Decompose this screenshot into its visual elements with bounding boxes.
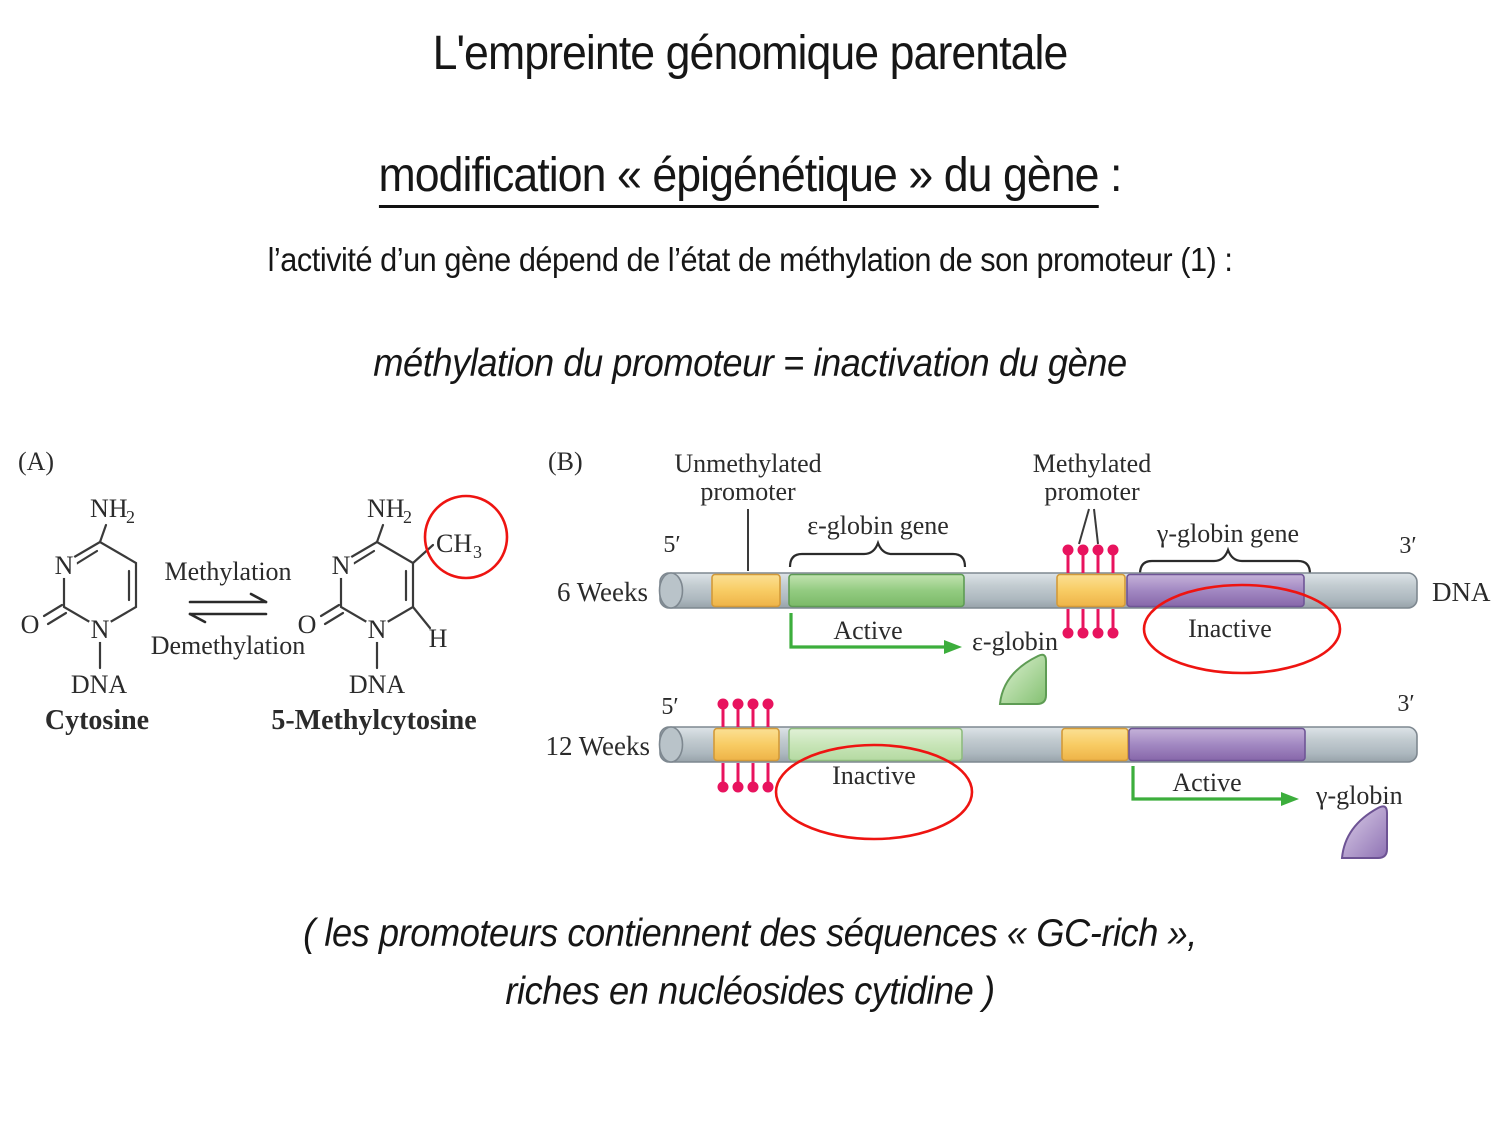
methylcytosine-amine: NH (367, 494, 405, 523)
cytosine-name: Cytosine (45, 705, 149, 736)
row1-five-prime: 5′ (663, 532, 680, 558)
methylated-promoter-line1: Methylated (1033, 449, 1151, 478)
methyl-highlight-circle (423, 494, 509, 580)
panel-b-label: (B) (548, 447, 583, 476)
methyl-marks-12-weeks (717, 698, 774, 793)
methylated-promoter-line2: promoter (1044, 477, 1140, 506)
row1-week-label: 6 Weeks (557, 577, 648, 607)
cytosine-n1-mask (87, 616, 113, 642)
methyl-group: CH (436, 529, 472, 558)
footer-note: ( les promoteurs contiennent des séquenc… (53, 905, 1448, 1021)
gamma-gene-segment-inactive (1126, 573, 1305, 608)
methylcytosine-name: 5-Methylcytosine (271, 705, 476, 736)
methylcytosine-amine-sub: 2 (403, 507, 412, 527)
methylcytosine-h: H (429, 624, 448, 653)
cytosine-oxygen: O (21, 610, 40, 639)
unmethylated-promoter-segment (1061, 727, 1129, 762)
epsilon-gene-segment-active (788, 573, 965, 608)
methylcytosine-oxygen: O (298, 610, 317, 639)
methyl-group-sub: 3 (473, 542, 482, 562)
panel-b: (B) Unmethylated promoter Methylated pro… (545, 447, 1491, 859)
cytosine-structure (42, 523, 138, 670)
panel-a-label: (A) (18, 447, 54, 476)
methylated-promoter-segment (1056, 573, 1126, 608)
subtitle: modification « épigénétique » du gène : (53, 148, 1448, 208)
row1-dna-label: DNA (1432, 577, 1491, 607)
methylcytosine-structure (319, 523, 435, 670)
active-arrowhead (1281, 792, 1299, 806)
epsilon-globin-protein (998, 653, 1047, 705)
bar-left-cap (658, 726, 684, 763)
active-arrow-6-weeks (789, 613, 962, 654)
subtitle-colon: : (1098, 149, 1122, 202)
intro-text: l’activité d’un gène dépend de l’état de… (267, 241, 1233, 278)
row2-three-prime: 3′ (1397, 691, 1414, 717)
row2-inactive-label: Inactive (832, 761, 916, 790)
row2-week-label: 12 Weeks (545, 731, 650, 761)
dna-bar-12-weeks (658, 726, 1418, 763)
cytosine-n1: N (91, 615, 110, 644)
methylation-label: Methylation (164, 557, 291, 586)
unmethylated-promoter-segment (711, 573, 781, 608)
unmethylated-promoter-line1: Unmethylated (674, 449, 821, 478)
row1-inactive-label: Inactive (1188, 614, 1272, 643)
methylcytosine-n1: N (368, 615, 387, 644)
demethylation-label: Demethylation (151, 631, 306, 660)
inactive-highlight-ellipse-12-weeks (774, 743, 974, 841)
statement-text: méthylation du promoteur = inactivation … (373, 342, 1127, 385)
row2-active-label: Active (1172, 768, 1241, 797)
figure-svg: (A) N N NH 2 O DNA Cytosine Methylat (18, 447, 1491, 859)
gamma-gene-label: γ-globin gene (1156, 519, 1299, 548)
methylcytosine-n3: N (332, 551, 351, 580)
cytosine-n3: N (55, 551, 74, 580)
unmethylated-promoter-line2: promoter (700, 477, 796, 506)
page-title: L'empreinte génomique parentale (432, 27, 1069, 80)
inactive-highlight-ellipse-6-weeks (1142, 583, 1342, 675)
methyl-marks-6-weeks (1062, 544, 1119, 639)
subtitle-underlined-text: modification « épigénétique » du gène (378, 149, 1100, 208)
cytosine-n3-mask (51, 552, 77, 578)
dna-bar-6-weeks (658, 572, 1418, 609)
footer-line1: ( les promoteurs contiennent des séquenc… (303, 912, 1197, 955)
gamma-gene-segment-active (1128, 727, 1306, 762)
epsilon-gene-label: ε-globin gene (807, 511, 949, 540)
methylcytosine-n3-mask (328, 552, 354, 578)
gamma-globin-label: γ-globin (1315, 781, 1403, 810)
epsilon-globin-label: ε-globin (972, 627, 1058, 656)
methylated-promoter-segment (713, 727, 780, 762)
cytosine-amine: NH (90, 494, 128, 523)
cytosine-dna: DNA (71, 670, 128, 699)
footer-line2: riches en nucléosides cytidine ) (505, 970, 995, 1013)
row1-active-label: Active (833, 616, 902, 645)
active-arrow-12-weeks (1131, 766, 1299, 806)
equilibrium-arrows: Methylation Demethylation (151, 557, 306, 660)
active-arrowhead (944, 640, 962, 654)
cytosine-amine-sub: 2 (126, 507, 135, 527)
methylated-pointer-line-right (1093, 508, 1099, 545)
row2-five-prime: 5′ (661, 694, 678, 720)
gamma-gene-brace (1138, 546, 1312, 575)
epsilon-gene-brace (788, 539, 967, 568)
methylated-pointer-line-left (1078, 508, 1090, 545)
figure: (A) N N NH 2 O DNA Cytosine Methylat (0, 430, 1500, 890)
row1-three-prime: 3′ (1399, 533, 1416, 559)
panel-a: (A) N N NH 2 O DNA Cytosine Methylat (18, 447, 509, 736)
methylcytosine-dna: DNA (349, 670, 406, 699)
gamma-globin-protein (1340, 805, 1388, 859)
bar-left-cap (658, 572, 684, 609)
methylcytosine-n1-mask (364, 616, 390, 642)
